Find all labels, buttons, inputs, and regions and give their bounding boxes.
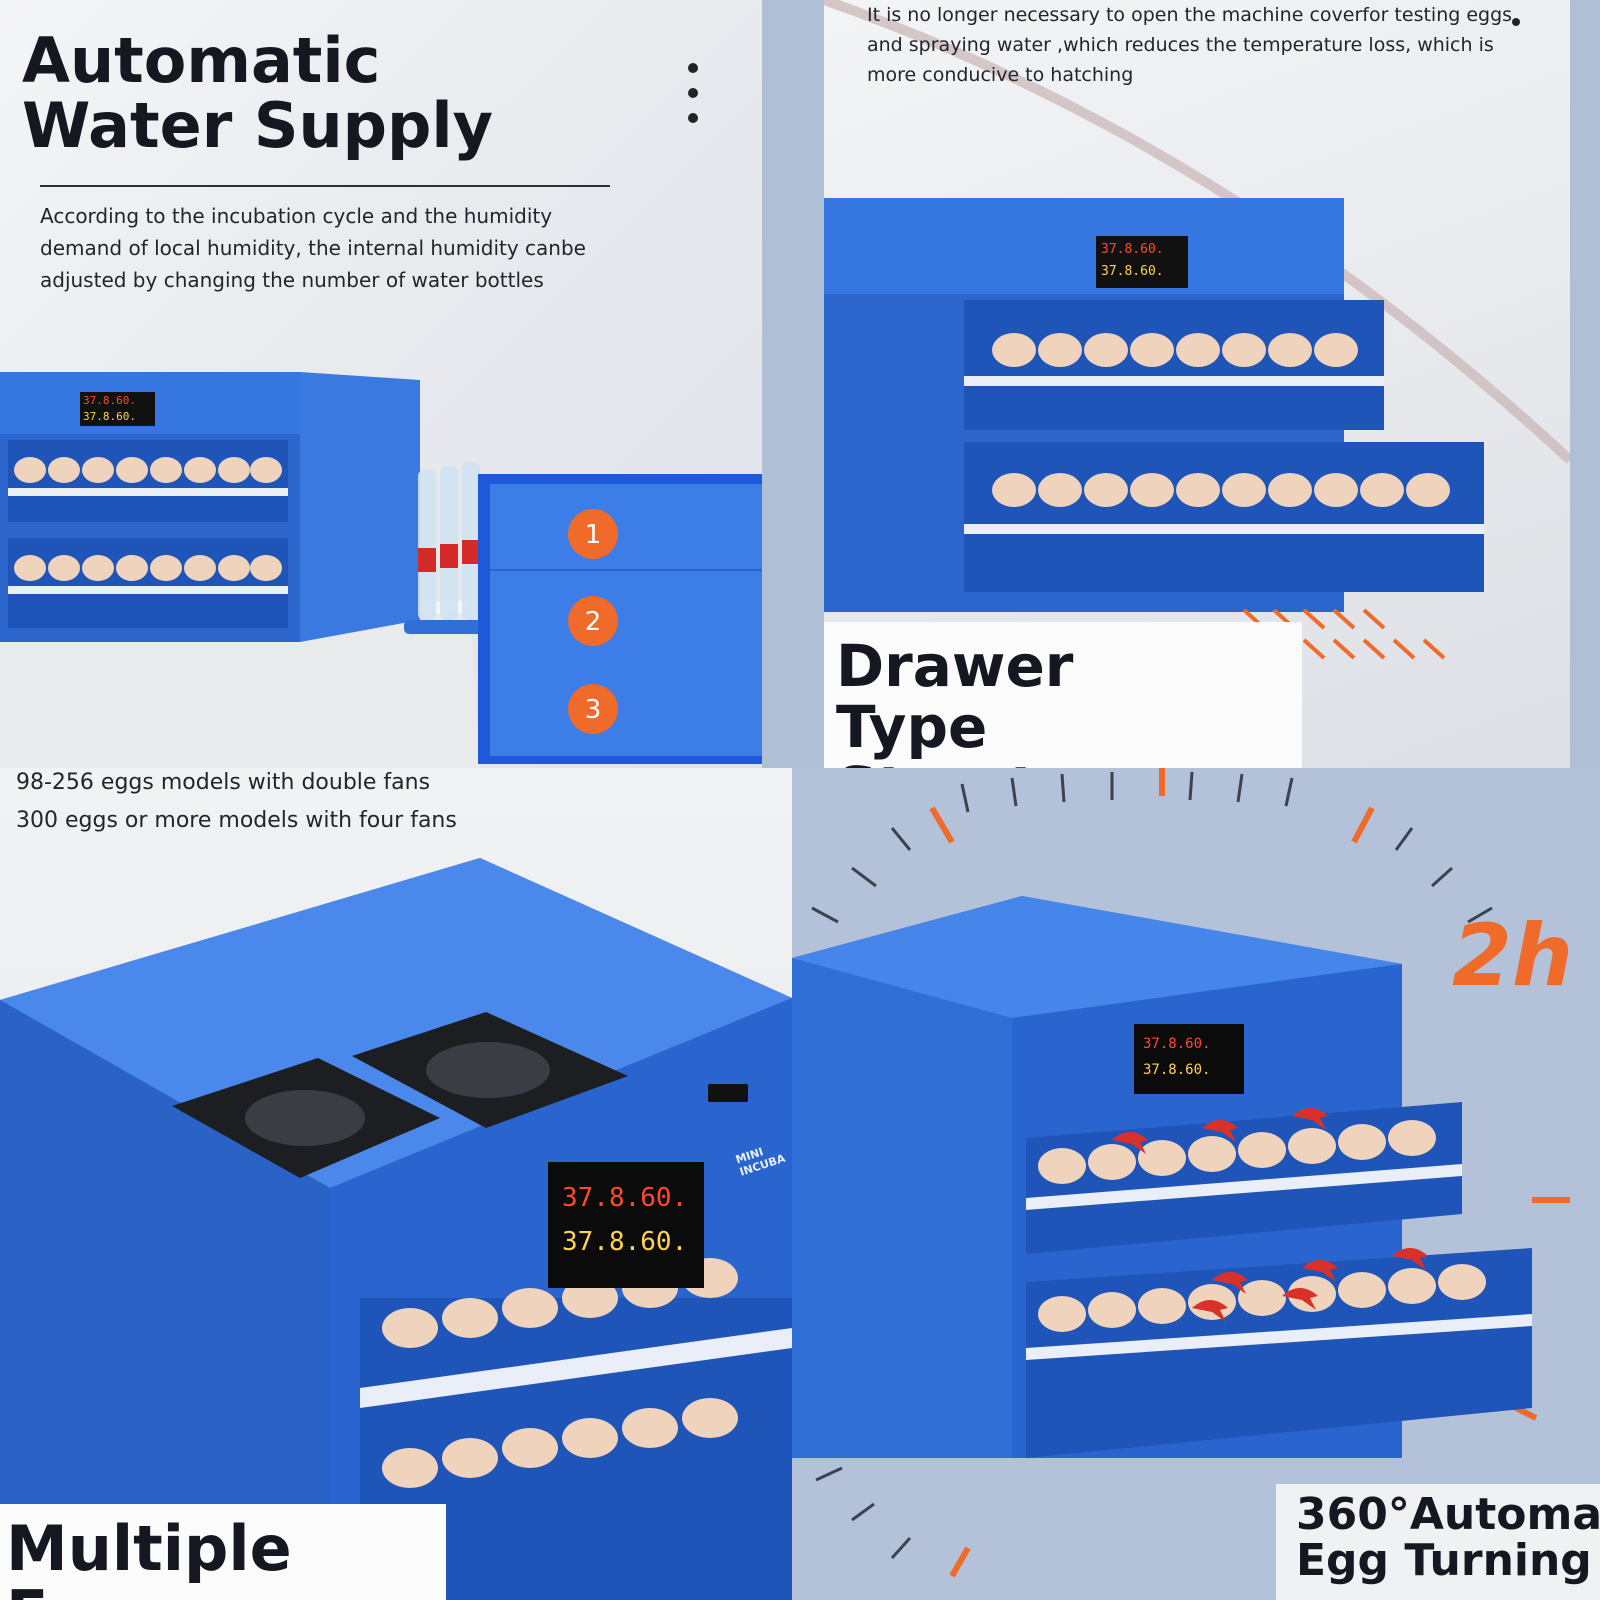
step-badge-3: 3 bbox=[568, 684, 618, 734]
multiple-fans-panel: 37.8.60. 37.8.60. MINI INCUBA 98-256 egg… bbox=[0, 768, 792, 1600]
step-1-label: 1 bbox=[585, 520, 602, 550]
step-badge-2: 2 bbox=[568, 596, 618, 646]
turning-interval: 2h bbox=[1452, 906, 1574, 1006]
incubator-image bbox=[0, 372, 420, 642]
water-supply-title-line2: Water Supply bbox=[22, 89, 494, 163]
drawer-title-line2: Type Structure bbox=[836, 692, 1147, 768]
drawer-title-line1: Drawer bbox=[836, 632, 1074, 700]
turning-arrows bbox=[1112, 1108, 1428, 1322]
display-readout-bottom: 37.8.60. bbox=[83, 410, 136, 423]
drawer-description: It is no longer necessary to open the ma… bbox=[867, 4, 1513, 86]
incubator-image bbox=[792, 896, 1532, 1458]
water-supply-title: Automatic Water Supply bbox=[22, 28, 493, 158]
drawer-illustration bbox=[824, 0, 1570, 660]
fans-line2: 300 eggs or more models with four fans bbox=[16, 808, 457, 833]
display-readout-bottom: 37.8.60. bbox=[562, 1227, 688, 1257]
step-3-label: 3 bbox=[585, 695, 602, 725]
turning-title: 360°Automati Egg Turning bbox=[1296, 1489, 1600, 1587]
display-readout-top: 37.8.60. bbox=[83, 394, 136, 407]
turning-title-line2: Egg Turning bbox=[1296, 1535, 1592, 1587]
incubator-image bbox=[824, 198, 1484, 612]
drawer-structure-panel: 37.8.60. 37.8.60. It is no longer necess… bbox=[824, 0, 1570, 768]
fans-line1: 98-256 eggs models with double fans bbox=[16, 770, 431, 795]
egg-turning-panel: 37.8.60. 37.8.60. 2h 360°Automati Egg Tu… bbox=[792, 768, 1600, 1600]
incubator-image bbox=[0, 858, 792, 1600]
step-badge-1: 1 bbox=[568, 509, 618, 559]
turning-title-box: 360°Automati Egg Turning bbox=[1276, 1484, 1600, 1600]
fan-left-icon bbox=[172, 1058, 440, 1178]
clock-dial bbox=[811, 771, 1493, 1560]
turning-title-line1: 360°Automati bbox=[1296, 1489, 1600, 1540]
water-bottles-image bbox=[404, 462, 484, 634]
water-supply-description: According to the incubation cycle and th… bbox=[40, 204, 586, 292]
fans-title-box: Multiple Fans bbox=[0, 1504, 446, 1600]
egg-turning-illustration bbox=[792, 768, 1570, 1578]
bottle-steps: 1 2 3 bbox=[568, 509, 618, 734]
display-readout-top: 37.8.60. bbox=[1101, 242, 1164, 257]
water-tray-image bbox=[478, 474, 762, 764]
water-supply-panel: 37.8.60. 37.8.60. Automatic Water Supply… bbox=[0, 0, 762, 768]
water-supply-title-line1: Automatic bbox=[22, 24, 381, 97]
fans-illustration bbox=[0, 858, 792, 1600]
display-readout-top: 37.8.60. bbox=[562, 1183, 688, 1213]
display-screen: 37.8.60. 37.8.60. bbox=[1095, 235, 1189, 289]
display-readout-bottom: 37.8.60. bbox=[1101, 264, 1164, 279]
display-readout-top: 37.8.60. bbox=[1143, 1036, 1211, 1052]
fans-description: 98-256 eggs models with double fans 300 … bbox=[16, 768, 656, 840]
display-screen: 37.8.60. 37.8.60. bbox=[1137, 1027, 1243, 1093]
fan-right-icon bbox=[352, 1012, 628, 1128]
drawer-title: Drawer Type Structure bbox=[836, 636, 1302, 768]
water-supply-illustration bbox=[0, 63, 762, 768]
display-screen: 37.8.60. 37.8.60. bbox=[556, 1170, 696, 1280]
step-2-label: 2 bbox=[585, 607, 602, 637]
display-readout-bottom: 37.8.60. bbox=[1143, 1062, 1211, 1078]
display-screen: 37.8.60. 37.8.60. bbox=[79, 391, 157, 427]
fans-title: Multiple Fans bbox=[6, 1512, 292, 1600]
drawer-title-box: Drawer Type Structure bbox=[824, 622, 1302, 768]
